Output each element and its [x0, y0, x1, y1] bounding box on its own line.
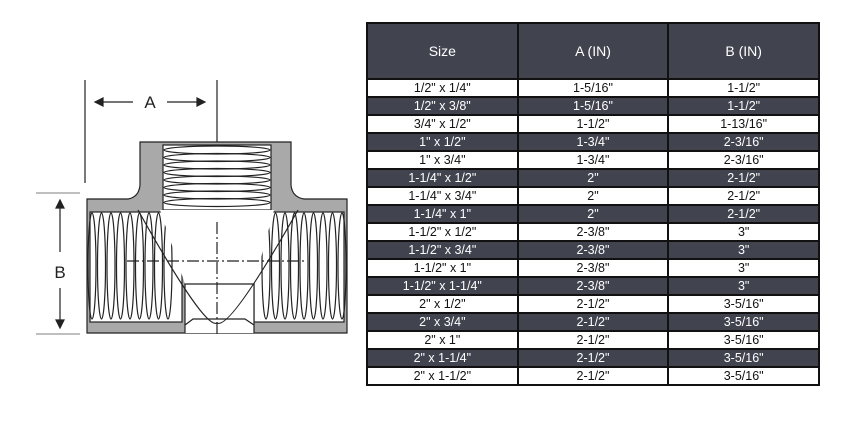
- table-row: 2" x 1/2"2-1/2"3-5/16": [366, 294, 820, 314]
- table-row: 2" x 1"2-1/2"3-5/16": [366, 330, 820, 350]
- cell-size: 1-1/2" x 1-1/4": [366, 276, 519, 296]
- table-row: 1-1/4" x 3/4"2"2-1/2": [366, 186, 820, 206]
- thread: [318, 212, 328, 320]
- table-row: 1-1/2" x 1/2"2-3/8"3": [366, 222, 820, 242]
- thread: [125, 212, 135, 320]
- cell-size: 1/2" x 3/8": [366, 96, 519, 116]
- thread: [308, 212, 319, 320]
- cell-a: 2-3/8": [516, 240, 670, 260]
- cell-size: 1" x 1/2": [366, 132, 519, 152]
- table-row: 1/2" x 1/4"1-5/16"1-1/2": [366, 78, 820, 98]
- cell-b: 3-5/16": [667, 294, 820, 314]
- dimension-label-b: B: [54, 263, 65, 282]
- cell-a: 1-3/4": [516, 132, 670, 152]
- cell-b: 1-1/2": [667, 96, 820, 116]
- table-row: 2" x 1-1/2"2-1/2"3-5/16": [366, 366, 820, 386]
- cell-a: 2-3/8": [516, 258, 670, 278]
- thread: [299, 212, 309, 320]
- cell-a: 1-5/16": [516, 78, 670, 98]
- cell-size: 1-1/2" x 1": [366, 258, 519, 278]
- cell-a: 2-1/2": [516, 294, 670, 314]
- thread: [163, 197, 271, 208]
- thread: [337, 212, 347, 320]
- cell-b: 3": [667, 240, 820, 260]
- cell-a: 2-1/2": [516, 348, 670, 368]
- table-row: 1-1/2" x 3/4"2-3/8"3": [366, 240, 820, 260]
- cell-size: 1-1/4" x 1/2": [366, 168, 519, 188]
- table-row: 1/2" x 3/8"1-5/16"1-1/2": [366, 96, 820, 116]
- cell-size: 1" x 3/4": [366, 150, 519, 170]
- cell-a: 2-1/2": [516, 312, 670, 332]
- cell-size: 1-1/4" x 1": [366, 204, 519, 224]
- dimension-label-a: A: [144, 93, 156, 112]
- table-row: 1-1/2" x 1-1/4"2-3/8"3": [366, 276, 820, 296]
- thread: [115, 212, 126, 320]
- cell-a: 2": [516, 168, 670, 188]
- thread: [87, 212, 97, 320]
- cell-a: 2-1/2": [516, 366, 670, 386]
- table-row: 1-1/4" x 1"2"2-1/2": [366, 204, 820, 224]
- thread: [144, 212, 154, 320]
- cell-size: 2" x 1": [366, 330, 519, 350]
- cell-b: 3": [667, 258, 820, 278]
- cell-b: 2-1/2": [667, 186, 820, 206]
- header-size: Size: [366, 22, 519, 80]
- cell-a: 2-1/2": [516, 330, 670, 350]
- thread: [280, 212, 290, 320]
- cell-size: 3/4" x 1/2": [366, 114, 519, 134]
- thread: [270, 212, 281, 320]
- table-row: 1" x 1/2"1-3/4"2-3/16": [366, 132, 820, 152]
- table-header-row: Size A (IN) B (IN): [366, 22, 820, 80]
- table-row: 1-1/4" x 1/2"2"2-1/2": [366, 168, 820, 188]
- cell-size: 1-1/2" x 3/4": [366, 240, 519, 260]
- cell-a: 1-1/2": [516, 114, 670, 134]
- cell-a: 1-5/16": [516, 96, 670, 116]
- cell-b: 2-3/16": [667, 132, 820, 152]
- cell-size: 2" x 1-1/2": [366, 366, 519, 386]
- cell-size: 1-1/4" x 3/4": [366, 186, 519, 206]
- cell-b: 1-13/16": [667, 114, 820, 134]
- cell-size: 1/2" x 1/4": [366, 78, 519, 98]
- table-row: 2" x 1-1/4"2-1/2"3-5/16": [366, 348, 820, 368]
- cell-size: 2" x 1-1/4": [366, 348, 519, 368]
- table-row: 2" x 3/4"2-1/2"3-5/16": [366, 312, 820, 332]
- thread: [106, 212, 116, 320]
- dimensions-table: Size A (IN) B (IN) 1/2" x 1/4"1-5/16"1-1…: [366, 22, 820, 386]
- table-row: 3/4" x 1/2"1-1/2"1-13/16": [366, 114, 820, 134]
- cell-b: 3-5/16": [667, 366, 820, 386]
- cell-b: 3": [667, 222, 820, 242]
- cell-a: 2-3/8": [516, 276, 670, 296]
- cell-size: 1-1/2" x 1/2": [366, 222, 519, 242]
- thread: [327, 212, 338, 320]
- cell-b: 2-1/2": [667, 204, 820, 224]
- cell-a: 2": [516, 186, 670, 206]
- cell-a: 1-3/4": [516, 150, 670, 170]
- pipe-tee-drawing: A B: [36, 80, 348, 335]
- table-row: 1-1/2" x 1"2-3/8"3": [366, 258, 820, 278]
- thread: [153, 212, 164, 320]
- cell-b: 3": [667, 276, 820, 296]
- cell-size: 2" x 1/2": [366, 294, 519, 314]
- cell-b: 3-5/16": [667, 348, 820, 368]
- cell-b: 2-3/16": [667, 150, 820, 170]
- cell-a: 2": [516, 204, 670, 224]
- cell-a: 2-3/8": [516, 222, 670, 242]
- cell-b: 3-5/16": [667, 312, 820, 332]
- header-a: A (IN): [516, 22, 670, 80]
- thread: [289, 212, 300, 320]
- cell-b: 1-1/2": [667, 78, 820, 98]
- cell-b: 3-5/16": [667, 330, 820, 350]
- header-b: B (IN): [667, 22, 820, 80]
- thread: [96, 212, 107, 320]
- cell-b: 2-1/2": [667, 168, 820, 188]
- table-row: 1" x 3/4"1-3/4"2-3/16": [366, 150, 820, 170]
- cell-size: 2" x 3/4": [366, 312, 519, 332]
